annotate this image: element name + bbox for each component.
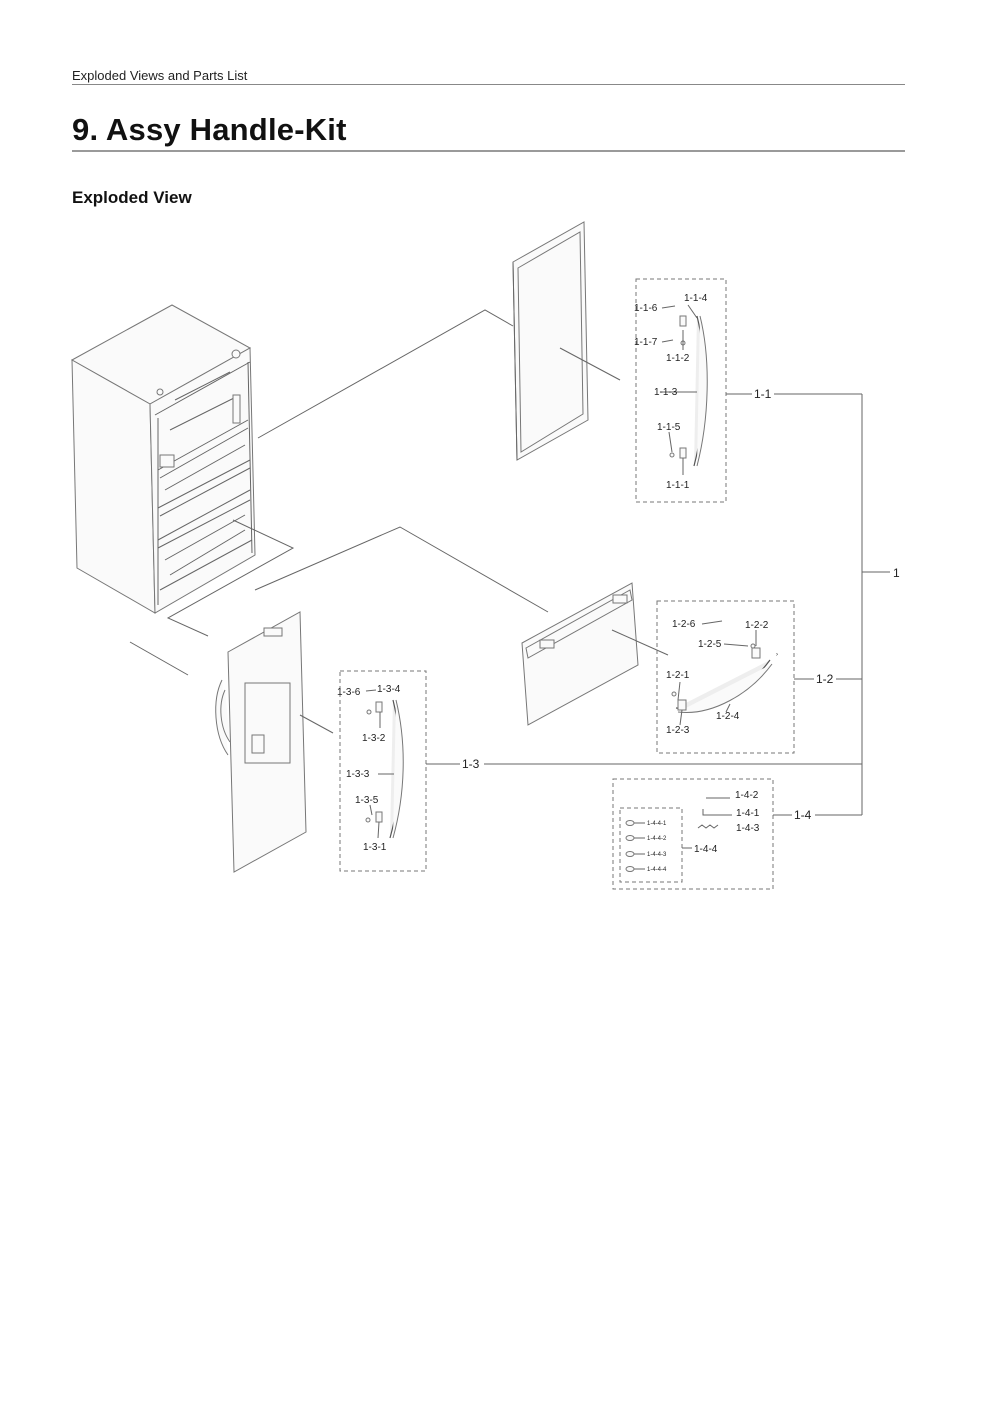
callout-1-1-7: 1-1-7 bbox=[634, 337, 658, 348]
callout-1-4-4: 1-4-4 bbox=[694, 844, 718, 855]
callout-1-4-1: 1-4-1 bbox=[736, 808, 760, 819]
callout-1-3-5: 1-3-5 bbox=[355, 795, 379, 806]
handle-1-2-parts: › bbox=[671, 620, 778, 726]
callout-1-2-4: 1-2-4 bbox=[716, 711, 740, 722]
callout-1-1-6: 1-1-6 bbox=[634, 303, 658, 314]
dispenser-door-panel bbox=[215, 611, 307, 873]
group-1-1-box bbox=[635, 278, 727, 503]
callout-1-2-5: 1-2-5 bbox=[698, 639, 722, 650]
drawer-door-panel bbox=[521, 582, 639, 726]
group-1-4-4-box bbox=[619, 807, 683, 883]
callout-1-3-4: 1-3-4 bbox=[377, 684, 401, 695]
callout-1-2-3: 1-2-3 bbox=[666, 725, 690, 736]
section-heading: Exploded View bbox=[72, 188, 192, 207]
callout-1-2: 1-2 bbox=[816, 672, 834, 686]
callout-1-3-6: 1-3-6 bbox=[337, 687, 361, 698]
page-title: 9. Assy Handle-Kit bbox=[72, 112, 347, 147]
callout-1-1-1: 1-1-1 bbox=[666, 480, 690, 491]
header-divider bbox=[72, 84, 905, 85]
callout-1-3-3: 1-3-3 bbox=[346, 769, 370, 780]
callout-1-4-2: 1-4-2 bbox=[735, 790, 759, 801]
hardware-1-4-parts bbox=[625, 797, 732, 872]
title-divider bbox=[72, 150, 905, 152]
callout-1-4-4-3: 1-4-4-3 bbox=[647, 852, 667, 858]
handle-1-3-parts bbox=[365, 689, 404, 839]
callout-1-2-6: 1-2-6 bbox=[672, 619, 696, 630]
callout-1-2-1: 1-2-1 bbox=[666, 670, 690, 681]
callout-1-4-4-1: 1-4-4-1 bbox=[647, 821, 667, 827]
callout-1-1-3: 1-1-3 bbox=[654, 387, 678, 398]
group-1-2-box bbox=[656, 600, 795, 754]
section-header: Exploded Views and Parts List bbox=[72, 68, 248, 83]
callout-1-3-1: 1-3-1 bbox=[363, 842, 387, 853]
handle-1-1-parts bbox=[660, 304, 708, 475]
callout-1-4-4-2: 1-4-4-2 bbox=[647, 836, 667, 842]
group-1-3-box bbox=[339, 670, 427, 872]
callout-1-3: 1-3 bbox=[462, 757, 480, 771]
callout-1-1-4: 1-1-4 bbox=[684, 293, 708, 304]
callout-1-1-2: 1-1-2 bbox=[666, 353, 690, 364]
group-1-4-box bbox=[612, 778, 774, 890]
callout-1-4-4-4: 1-4-4-4 bbox=[647, 867, 667, 873]
assembly-tree-lines bbox=[426, 393, 890, 816]
clip-mark: › bbox=[776, 652, 778, 658]
callout-1-4-3: 1-4-3 bbox=[736, 823, 760, 834]
callout-assembly-1: 1 bbox=[893, 566, 900, 580]
callout-1-1-5: 1-1-5 bbox=[657, 422, 681, 433]
callout-1-3-2: 1-3-2 bbox=[362, 733, 386, 744]
callout-1-1: 1-1 bbox=[754, 387, 772, 401]
upper-door-panel bbox=[512, 221, 589, 461]
callout-1-2-2: 1-2-2 bbox=[745, 620, 769, 631]
callout-1-4: 1-4 bbox=[794, 808, 812, 822]
refrigerator-cabinet bbox=[70, 304, 256, 614]
